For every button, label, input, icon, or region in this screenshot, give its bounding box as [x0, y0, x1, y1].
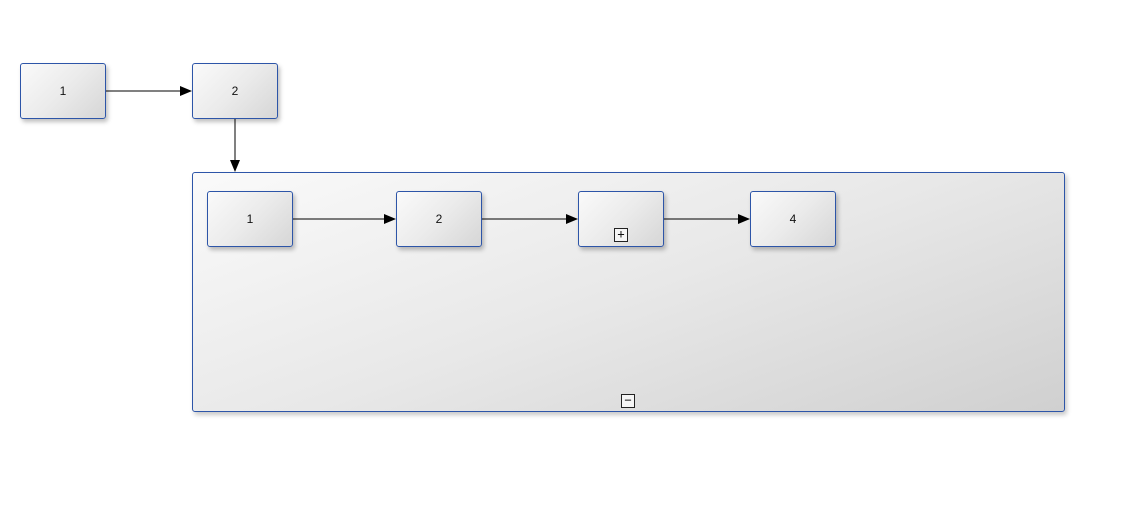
group-node-1[interactable]: 1: [207, 191, 293, 247]
node-label: 1: [246, 212, 254, 226]
top-node-2[interactable]: 2: [192, 63, 278, 119]
group-node-2[interactable]: 2: [396, 191, 482, 247]
node-label: 2: [435, 212, 443, 226]
top-node-1[interactable]: 1: [20, 63, 106, 119]
node-label: 4: [789, 212, 797, 226]
group-node-4[interactable]: 4: [750, 191, 836, 247]
group-node-collapsed[interactable]: +: [578, 191, 664, 247]
expand-toggle-icon[interactable]: +: [614, 228, 628, 242]
node-label: 1: [59, 84, 67, 98]
node-label: 2: [231, 84, 239, 98]
collapse-toggle-icon[interactable]: −: [621, 394, 635, 408]
